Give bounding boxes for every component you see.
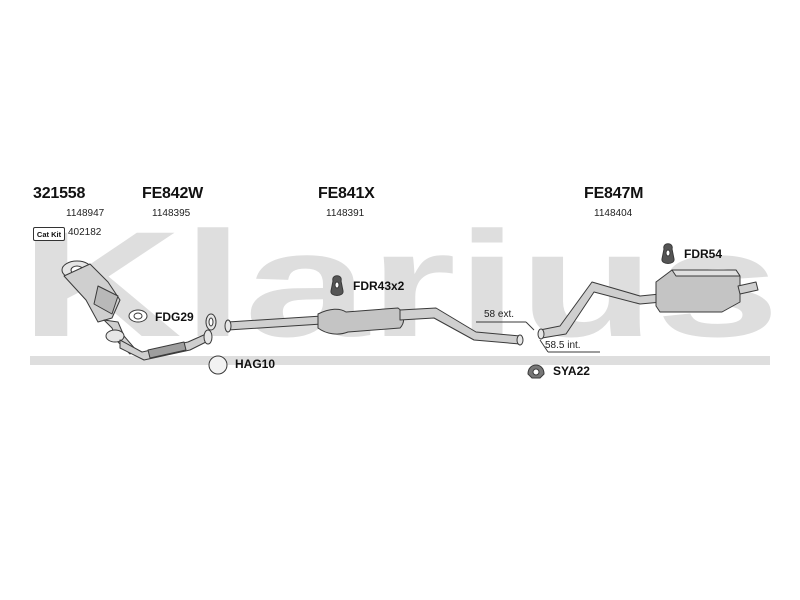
watermark-text: Klarius bbox=[20, 200, 780, 368]
accessory-label-hag10[interactable]: HAG10 bbox=[235, 357, 276, 371]
dimension-ext-label: 58 ext. bbox=[484, 309, 515, 320]
accessory-label-fdr54[interactable]: FDR54 bbox=[684, 247, 723, 261]
part-code-front-pipe[interactable]: FE842W bbox=[142, 185, 204, 202]
cat-kit-badge: Cat Kit bbox=[33, 227, 65, 241]
dimension-int-label: 58.5 int. bbox=[545, 340, 581, 351]
clamp-icon-fdg29[interactable] bbox=[205, 313, 217, 331]
catalytic-converter[interactable] bbox=[61, 260, 137, 355]
clamp-icon-sya22[interactable] bbox=[527, 364, 545, 379]
part-number-rear-silencer: 1148404 bbox=[594, 208, 633, 219]
accessory-label-fdr43[interactable]: FDR43x2 bbox=[353, 279, 405, 293]
gasket-icon[interactable] bbox=[128, 309, 148, 323]
accessory-label-fdg29[interactable]: FDG29 bbox=[155, 310, 194, 324]
middle-silencer-pipe[interactable] bbox=[224, 307, 524, 346]
part-code-middle-pipe[interactable]: FE841X bbox=[318, 185, 375, 202]
part-code-cat[interactable]: 321558 bbox=[33, 185, 86, 202]
rear-silencer-pipe[interactable] bbox=[537, 269, 759, 340]
rubber-mount-icon-fdr54[interactable] bbox=[661, 243, 675, 264]
front-pipe[interactable] bbox=[105, 329, 213, 361]
rubber-mount-icon-fdr43[interactable] bbox=[330, 275, 344, 296]
hanger-icon-hag10[interactable] bbox=[208, 355, 228, 375]
cat-kit-number: 402182 bbox=[68, 227, 102, 238]
part-number-front-pipe: 1148395 bbox=[152, 208, 191, 219]
accessory-label-sya22[interactable]: SYA22 bbox=[553, 364, 590, 378]
part-code-rear-silencer[interactable]: FE847M bbox=[584, 185, 644, 202]
watermark-bar bbox=[30, 356, 770, 365]
part-number-cat: 1148947 bbox=[66, 208, 105, 219]
part-number-middle-pipe: 1148391 bbox=[326, 208, 365, 219]
dimension-leaders bbox=[476, 321, 600, 353]
